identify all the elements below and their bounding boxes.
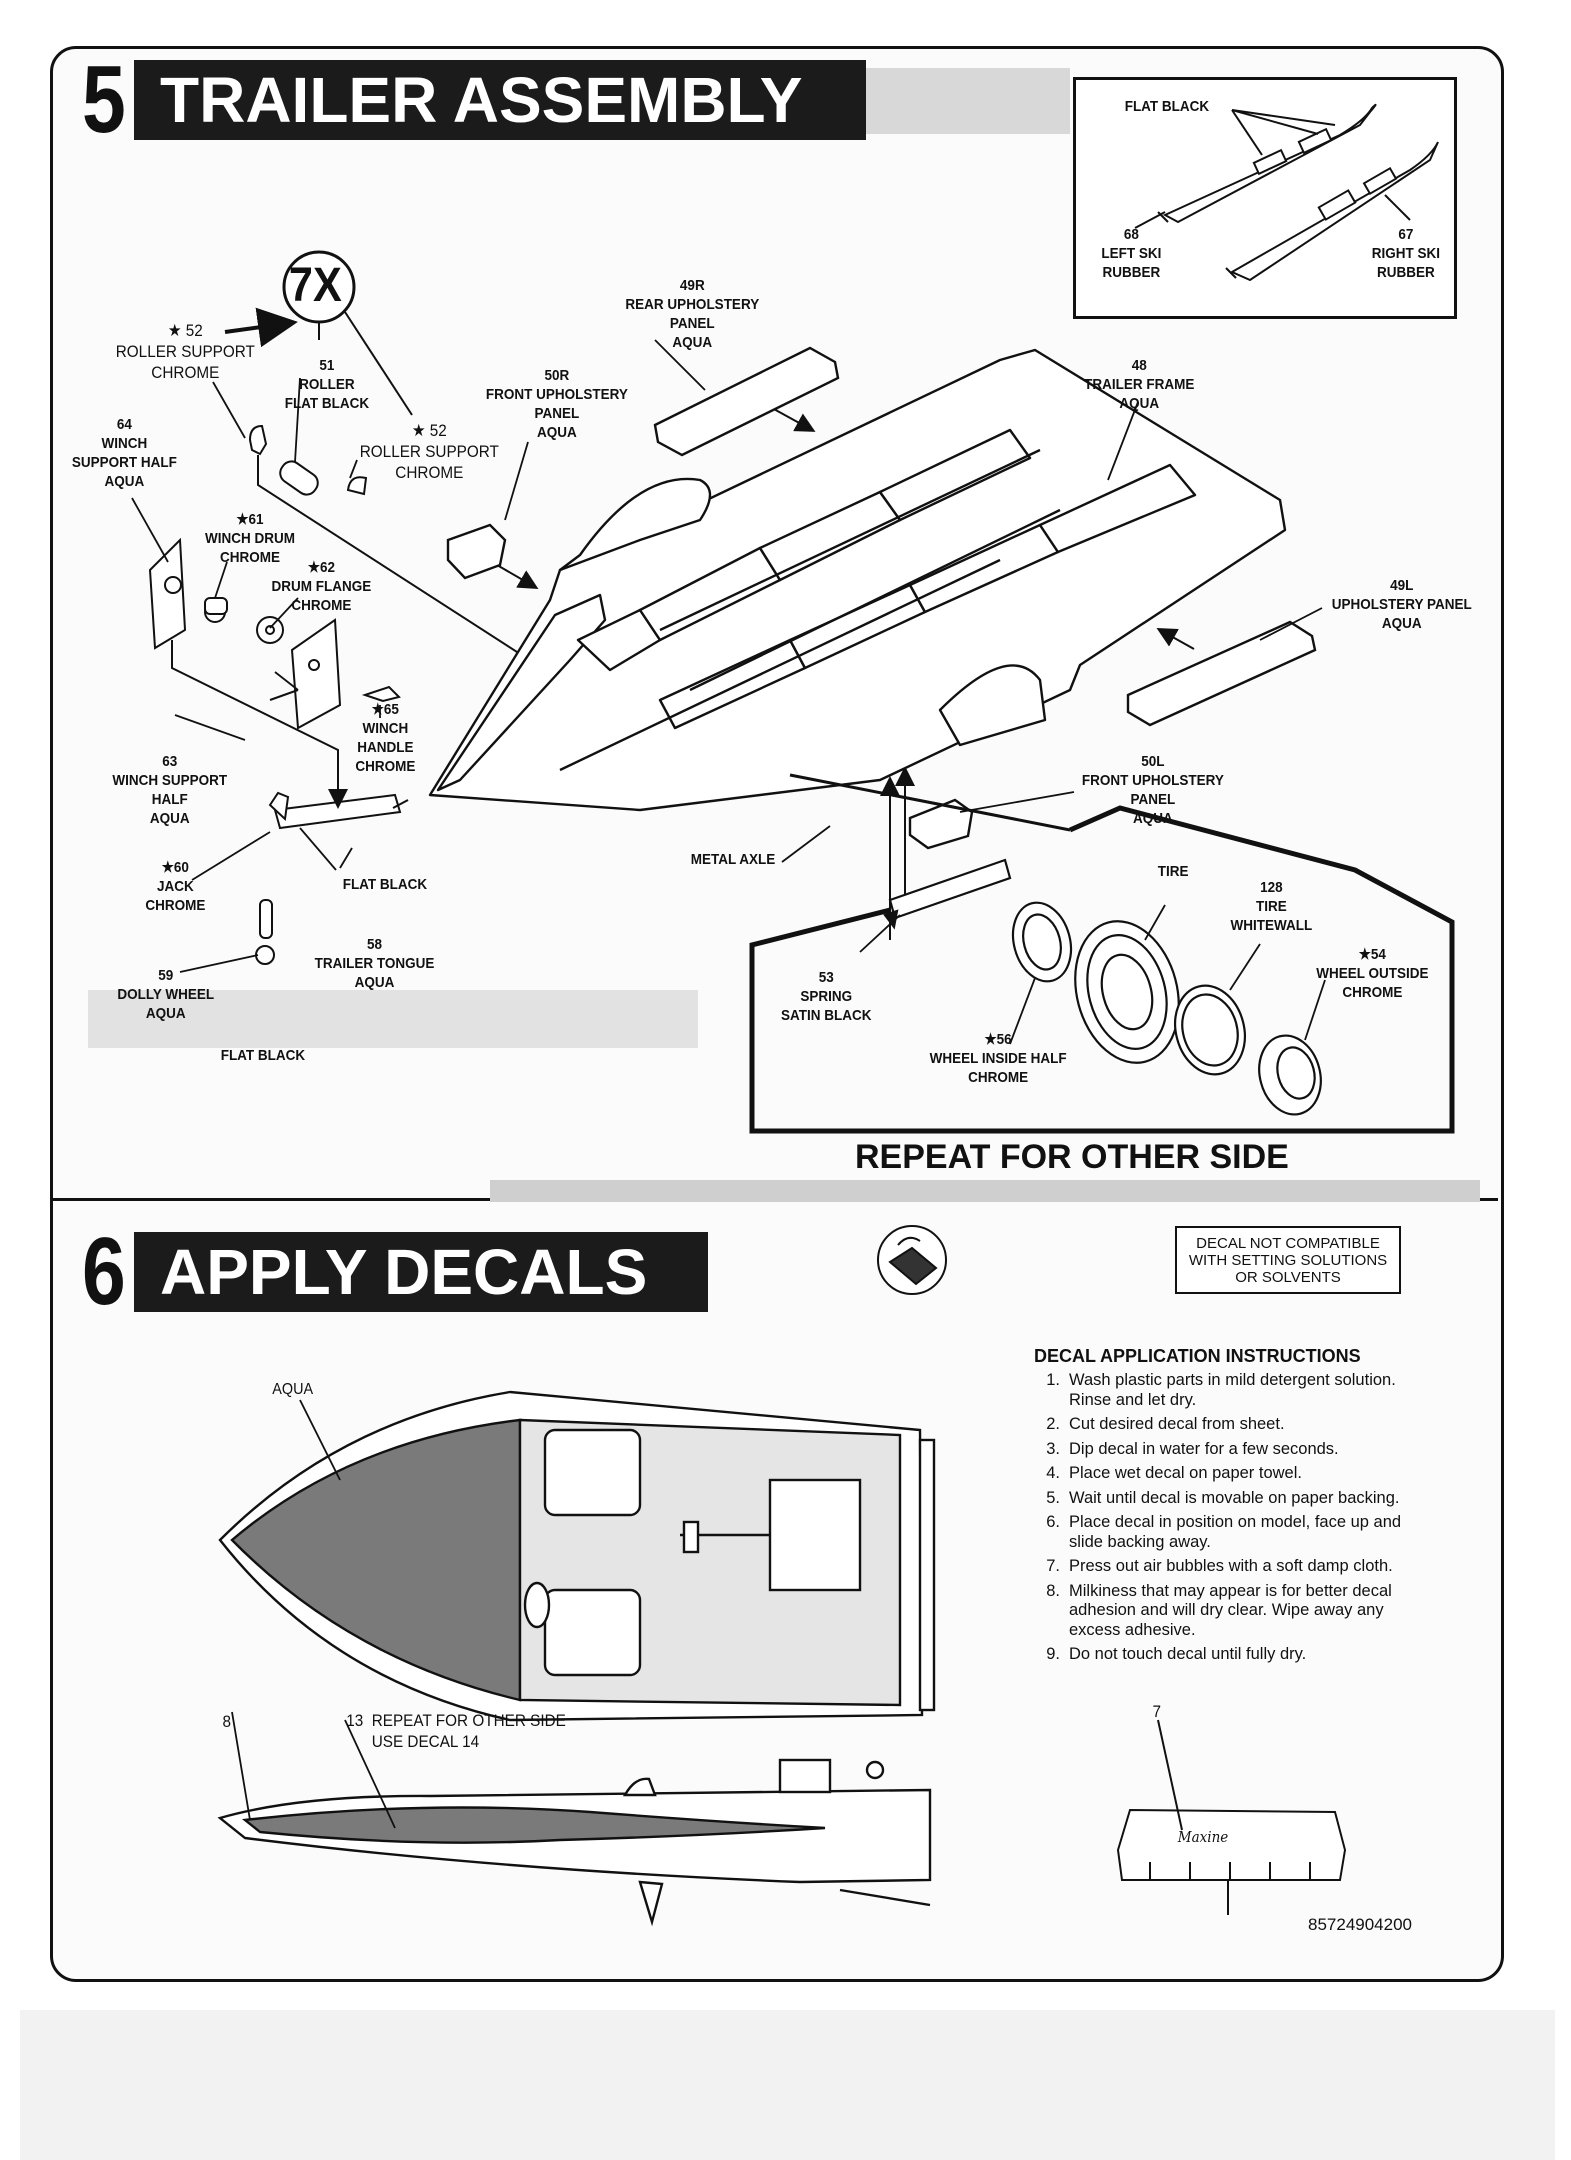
trailer-tongue-label: 58 TRAILER TONGUE AQUA [314, 936, 435, 991]
instruction-item: 1.Wash plastic parts in mild detergent s… [1046, 1371, 1396, 1409]
aqua-hull-label: AQUA [272, 1381, 314, 1398]
decal-13-label: 13 REPEAT FOR OTHER SIDE USE DECAL 14 [346, 1711, 566, 1751]
instruction-item: 3.Dip decal in water for a few seconds. [1046, 1439, 1339, 1458]
roller-support-left-label: ★ 52 ROLLER SUPPORT CHROME [115, 321, 255, 382]
section-5-number: 5 [82, 46, 126, 153]
instruction-item: 9.Do not touch decal until fully dry. [1046, 1645, 1307, 1663]
decal-8-label: 8 [222, 1712, 231, 1731]
roller-label: 51 ROLLER FLAT BLACK [284, 357, 370, 412]
front-upholstery-l-label: 50L FRONT UPHOLSTERY PANEL AQUA [1081, 753, 1224, 827]
seven-x-callout: 7X [288, 259, 342, 312]
metal-axle-label: METAL AXLE [690, 851, 776, 868]
upholstery-49l-label: 49L UPHOLSTERY PANEL AQUA [1331, 577, 1472, 632]
warning-line: WITH SETTING SOLUTIONS [1188, 1251, 1388, 1269]
section-5-title: TRAILER ASSEMBLY [134, 60, 866, 140]
instruction-item: 5.Wait until decal is movable on paper b… [1046, 1488, 1400, 1507]
boat-side-view [217, 1711, 932, 1927]
warning-line: OR SOLVENTS [1235, 1268, 1341, 1286]
bleed-through-bar [88, 990, 698, 1048]
roller-support-right-label: ★ 52 ROLLER SUPPORT CHROME [359, 421, 499, 482]
instruction-item: 6.Place decal in position on model, face… [1046, 1513, 1402, 1551]
tongue-flat-black-label: FLAT BLACK [342, 876, 428, 893]
decal-hand-icon [877, 1225, 947, 1295]
engine-script-decal: Maxine [1177, 1828, 1229, 1846]
jack-label: ★60 JACK CHROME [145, 859, 206, 914]
instruction-item: 8.Milkiness that may appear is for bette… [1046, 1581, 1392, 1639]
inset-flat-black-label: FLAT BLACK [1124, 98, 1210, 115]
tire-label: TIRE [1157, 863, 1189, 880]
wheel-inside-label: ★56 WHEEL INSIDE HALF CHROME [929, 1031, 1067, 1086]
decal-warning-box: DECAL NOT COMPATIBLE WITH SETTING SOLUTI… [1175, 1226, 1401, 1294]
winch-support-64-label: 64 WINCH SUPPORT HALF AQUA [71, 416, 177, 490]
instruction-item: 2.Cut desired decal from sheet. [1046, 1415, 1285, 1433]
bleed-through-bar [490, 1180, 1480, 1202]
section-6-title: APPLY DECALS [134, 1232, 708, 1312]
instruction-item: 7.Press out air bubbles with a soft damp… [1046, 1557, 1393, 1575]
left-ski-rubber-label: 68 LEFT SKI RUBBER [1101, 226, 1162, 281]
dolly-flat-black-label: FLAT BLACK [220, 1047, 306, 1064]
repeat-for-other-side-frame [749, 805, 1455, 1134]
tire-whitewall-label: 128 TIRE WHITEWALL [1230, 879, 1313, 934]
winch-handle-label: ★65 WINCH HANDLE CHROME [355, 701, 416, 775]
right-ski-rubber-label: 67 RIGHT SKI RUBBER [1371, 226, 1441, 281]
section-6-header: 6 APPLY DECALS [82, 1218, 708, 1325]
winch-support-63-label: 63 WINCH SUPPORT HALF AQUA [112, 753, 228, 827]
decal-instructions-list: 1.Wash plastic parts in mild detergent s… [1034, 1371, 1434, 1665]
spring-label: 53 SPRING SATIN BLACK [781, 969, 872, 1024]
rear-upholstery-label: 49R REAR UPHOLSTERY PANEL AQUA [625, 277, 760, 351]
repeat-for-other-side-note: REPEAT FOR OTHER SIDE [855, 1138, 1289, 1176]
engine-detail-view [1116, 1719, 1347, 1915]
warning-line: DECAL NOT COMPATIBLE [1196, 1234, 1380, 1252]
ski-rubber-inset [1073, 77, 1457, 319]
drum-flange-label: ★62 DRUM FLANGE CHROME [271, 559, 372, 614]
part-number: 85724904200 [1308, 1915, 1413, 1934]
boat-top-view [218, 1390, 936, 1722]
instruction-item: 4.Place wet decal on paper towel. [1046, 1464, 1302, 1482]
ski-rubbers-drawing [1134, 103, 1439, 282]
dolly-wheel-label: 59 DOLLY WHEEL AQUA [117, 967, 215, 1022]
decal-instructions-title: DECAL APPLICATION INSTRUCTIONS [1034, 1346, 1361, 1366]
decal-7-label: 7 [1152, 1702, 1161, 1721]
page-bottom-margin [20, 2010, 1555, 2160]
trailer-frame-label: 48 TRAILER FRAME AQUA [1084, 357, 1195, 412]
decal-instructions: DECAL APPLICATION INSTRUCTIONS 1.Wash pl… [1034, 1346, 1434, 1670]
front-upholstery-r-label: 50R FRONT UPHOLSTERY PANEL AQUA [485, 367, 628, 441]
section-6-number: 6 [82, 1218, 126, 1325]
wheel-outside-label: ★54 WHEEL OUTSIDE CHROME [1316, 946, 1429, 1001]
section-5-header: 5 TRAILER ASSEMBLY [82, 46, 866, 153]
winch-drum-label: ★61 WINCH DRUM CHROME [204, 511, 295, 566]
